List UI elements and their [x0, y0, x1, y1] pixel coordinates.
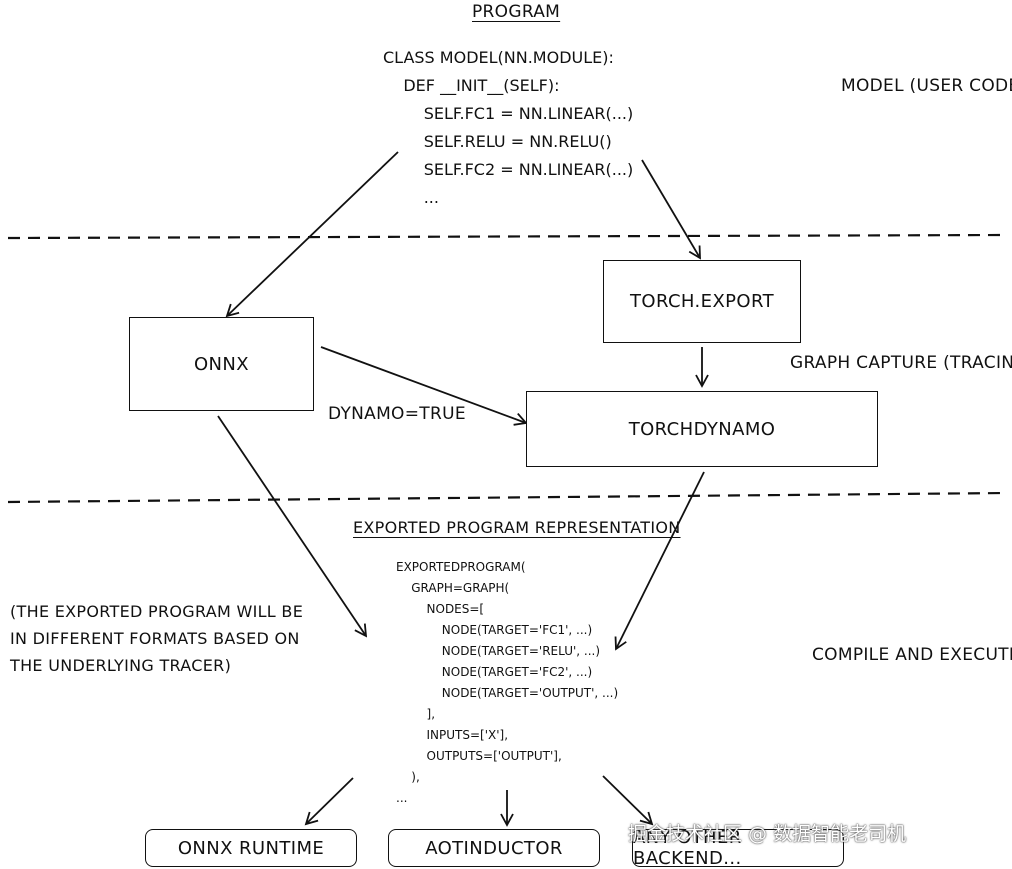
arrow-torchdynamo-to-exported	[614, 471, 705, 651]
layer-divider-top	[7, 233, 1007, 240]
tracer-note: (THE EXPORTED PROGRAM WILL BE IN DIFFERE…	[10, 602, 304, 675]
onnx-node: ONNX	[129, 317, 314, 411]
layer-label-model: MODEL (USER CODE)	[841, 76, 1012, 96]
program-code: CLASS MODEL(NN.MODULE): DEF __INIT__(SEL…	[383, 48, 634, 207]
program-title: PROGRAM	[472, 2, 561, 22]
torch-export-node: TORCH.EXPORT	[603, 260, 801, 343]
layer-divider-bottom	[7, 491, 1007, 504]
layer-label-compile: COMPILE AND EXECUTE	[812, 645, 1012, 665]
backend-onnx-runtime: ONNX RUNTIME	[145, 829, 357, 867]
torchdynamo-node: TORCHDYNAMO	[526, 391, 878, 467]
exported-title: EXPORTED PROGRAM REPRESENTATION	[353, 518, 681, 537]
backend-any-other: ANY OTHER BACKEND...	[632, 827, 844, 869]
layer-label-graph-capture: GRAPH CAPTURE (TRACING)	[790, 353, 1012, 373]
arrow-onnx-to-torchdynamo	[320, 346, 528, 426]
exported-code: EXPORTEDPROGRAM( GRAPH=GRAPH( NODES=[ NO…	[396, 560, 619, 805]
backend-aotinductor: AOTINDUCTOR	[388, 829, 600, 867]
arrow-onnx-to-exported	[217, 415, 368, 638]
arrow-program-to-torch-export	[641, 159, 701, 260]
watermark: 掘金技术社区 @ 数据智能老司机	[628, 823, 907, 845]
edge-label-dynamo-true: DYNAMO=TRUE	[328, 404, 466, 424]
arrow-program-to-onnx	[225, 151, 399, 318]
arrow-to-onnx-runtime	[304, 777, 354, 826]
arrow-to-other-backend	[602, 775, 654, 826]
